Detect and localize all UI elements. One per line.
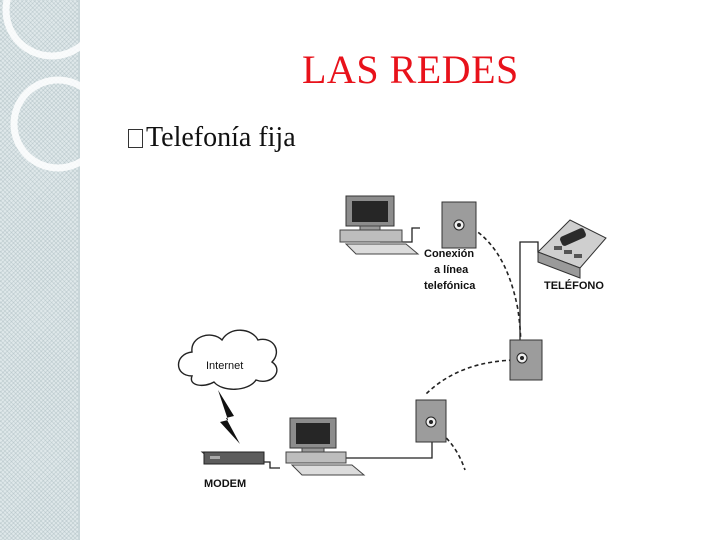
internet-label: Internet — [206, 360, 244, 372]
internet-cloud-icon — [177, 329, 278, 390]
network-diagram: Conexión a línea telefónica TELÉFONO Int… — [160, 180, 640, 520]
phone-line-dashed — [429, 424, 466, 471]
cable — [519, 241, 539, 360]
decorative-rings — [2, 0, 106, 172]
telephone-icon — [537, 219, 607, 279]
connection-label-2: a línea — [434, 264, 469, 276]
connection-label-1: Conexión — [424, 248, 475, 260]
desktop-computer-bottom-icon — [285, 417, 366, 476]
phone-line-dashed — [424, 359, 521, 396]
bullet-item: Telefonía fija — [128, 122, 296, 154]
bullet-text: Telefonía fija — [146, 122, 296, 153]
sidebar-divider — [78, 0, 80, 540]
wall-jack-middle-icon — [509, 339, 543, 381]
desktop-computer-top-icon — [339, 195, 420, 255]
wall-jack-bottom-icon — [415, 399, 447, 443]
bullet-box-icon — [128, 129, 143, 148]
connection-label-3: telefónica — [424, 280, 476, 292]
slide-title: LAS REDES — [302, 47, 519, 92]
decorative-sidebar — [0, 0, 78, 540]
telephone-label: TELÉFONO — [544, 280, 604, 292]
wall-jack-top-icon — [441, 201, 477, 249]
modem-label: MODEM — [204, 478, 247, 490]
modem-icon — [200, 451, 266, 465]
lightning-bolt-icon — [218, 390, 240, 444]
